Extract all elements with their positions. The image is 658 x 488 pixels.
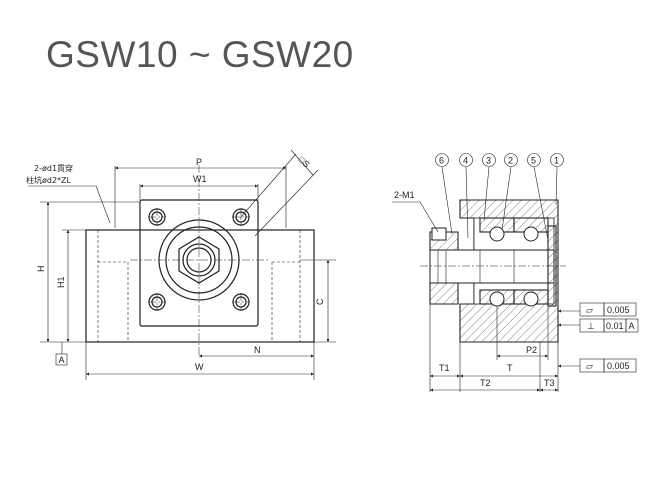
svg-text:4: 4: [463, 156, 468, 166]
tolerance-flatness-2: ▱ 0.005: [558, 358, 637, 373]
dim-W: W: [195, 362, 204, 372]
hole-note-line1: 2-ød1貫穿: [34, 163, 73, 173]
center-lines: [130, 165, 268, 355]
svg-text:0.01: 0.01: [606, 321, 624, 331]
dim-T: T: [507, 363, 513, 373]
svg-text:0.005: 0.005: [607, 361, 630, 371]
svg-text:1: 1: [554, 156, 559, 166]
set-screw: [431, 227, 447, 241]
thread-note: 2-M1: [394, 190, 415, 200]
dim-W1: W1: [193, 174, 207, 184]
hole-note-line2: 柱坑ød2*ZL: [26, 175, 72, 185]
front-view: P W1 □S 2-ød1貫穿 柱坑ød2*ZL H H1 A C N W: [26, 149, 336, 380]
dim-H: H: [36, 266, 46, 273]
svg-text:A: A: [629, 321, 635, 331]
dim-C: C: [315, 298, 325, 305]
callout-4: 4: [459, 153, 473, 239]
callout-1: 1: [550, 153, 564, 206]
dim-T1: T1: [439, 363, 450, 373]
base-block: [85, 229, 315, 343]
datum-A: A: [59, 355, 65, 365]
dim-P: P: [196, 157, 202, 167]
callout-6: 6: [435, 153, 453, 235]
svg-text:0.005: 0.005: [607, 305, 630, 315]
callout-3: 3: [482, 153, 496, 221]
tolerance-flatness-1: ▱ 0.005: [558, 302, 637, 317]
dim-T3: T3: [544, 378, 555, 388]
dim-T2: T2: [480, 378, 491, 388]
svg-text:5: 5: [531, 156, 536, 166]
svg-text:▱: ▱: [586, 305, 593, 315]
bearings: [479, 217, 549, 307]
dim-N: N: [254, 345, 261, 355]
dim-H1: H1: [56, 276, 66, 288]
callout-2: 2: [501, 153, 518, 231]
dim-P2: P2: [526, 345, 537, 355]
page-title: GSW10 ~ GSW20: [46, 34, 354, 75]
tolerance-perpendicularity: ⊥ 0.01 A: [558, 318, 639, 333]
svg-text:6: 6: [439, 156, 444, 166]
svg-text:⊥: ⊥: [587, 321, 595, 331]
hidden-slots: [97, 230, 301, 342]
section-view: 6 4 3 2 5 1 2-M1 P2: [392, 153, 639, 392]
callout-5: 5: [527, 153, 549, 241]
svg-text:▱: ▱: [586, 361, 593, 371]
dim-S: □S: [297, 154, 312, 169]
svg-text:2: 2: [508, 156, 513, 166]
svg-text:3: 3: [486, 156, 491, 166]
